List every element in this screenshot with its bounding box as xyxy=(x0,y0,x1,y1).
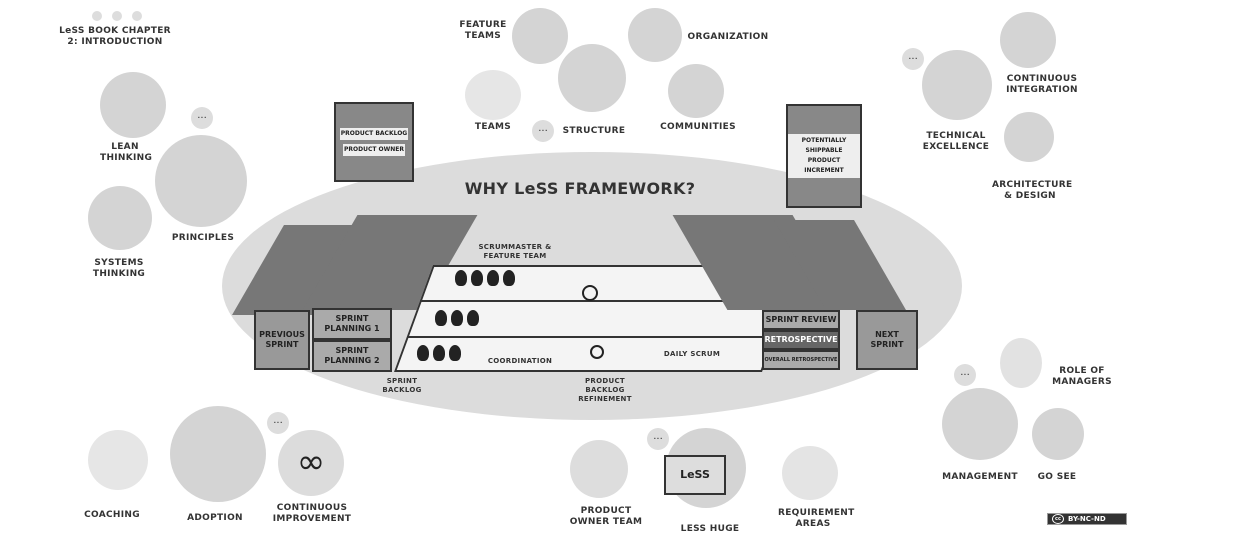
structure-label: STRUCTURE xyxy=(562,126,626,136)
continuous-improvement-circle: ∞ xyxy=(278,430,344,496)
principles-circle xyxy=(155,135,247,227)
more-button[interactable]: ... xyxy=(191,107,213,129)
chapter-title: LeSS BOOK CHAPTER 2: INTRODUCTION xyxy=(59,26,171,47)
more-button[interactable]: ... xyxy=(647,428,669,450)
systems-thinking-circle xyxy=(88,186,152,250)
scrummaster-label: SCRUMMASTER & FEATURE TEAM xyxy=(478,243,552,260)
cc-icon: cc xyxy=(1052,514,1064,524)
communities-circle xyxy=(668,64,724,118)
pbr-label: PRODUCT BACKLOG REFINEMENT xyxy=(578,377,632,403)
lane-divider xyxy=(407,336,762,338)
adoption-label: ADOPTION xyxy=(187,513,243,523)
sprint-backlog-label: SPRINT BACKLOG xyxy=(382,377,422,394)
sprint-planning-2: SPRINT PLANNING 2 xyxy=(312,340,392,372)
organization-label: ORGANIZATION xyxy=(687,32,769,42)
architecture-label: ARCHITECTURE & DESIGN xyxy=(992,180,1073,201)
technical-excellence-circle xyxy=(922,50,992,120)
less-huge-card: LeSS xyxy=(664,455,726,495)
daily-scrum-label: DAILY SCRUM xyxy=(663,350,721,358)
more-button[interactable]: ... xyxy=(267,412,289,434)
architecture-circle xyxy=(1004,112,1054,162)
continuous-integration-circle xyxy=(1000,12,1056,68)
role-of-managers-label: ROLE OF MANAGERS xyxy=(1052,366,1112,387)
more-button[interactable]: ... xyxy=(954,364,976,386)
coordination-label: COORDINATION xyxy=(487,357,553,365)
sprint-review: SPRINT REVIEW xyxy=(762,310,840,330)
magnifier-icon xyxy=(582,285,598,301)
teams-circle xyxy=(465,70,521,120)
feature-teams-label: FEATURE TEAMS xyxy=(459,20,507,41)
continuous-improvement-label: CONTINUOUS IMPROVEMENT xyxy=(272,503,352,524)
lean-thinking-circle xyxy=(100,72,166,138)
management-circle xyxy=(942,388,1018,460)
product-owner-team-label: PRODUCT OWNER TEAM xyxy=(569,506,643,527)
lane-divider xyxy=(420,300,775,302)
lean-thinking-label: LEAN THINKING xyxy=(100,142,153,163)
license-badge: cc BY-NC-ND xyxy=(1047,513,1127,525)
requirement-areas-label: REQUIREMENT AREAS xyxy=(778,508,855,529)
magnifier-icon xyxy=(590,345,604,359)
structure-circle xyxy=(558,44,626,112)
go-see-circle xyxy=(1032,408,1084,460)
nav-dots xyxy=(92,11,152,21)
more-button[interactable]: ... xyxy=(902,48,924,70)
less-huge-label: LESS HUGE xyxy=(680,524,740,534)
more-button[interactable]: ... xyxy=(532,120,554,142)
coaching-circle xyxy=(88,430,148,490)
previous-sprint: PREVIOUS SPRINT xyxy=(254,310,310,370)
retrospective: RETROSPECTIVE xyxy=(762,330,840,350)
feature-teams-circle xyxy=(512,8,568,64)
role-of-managers-figure xyxy=(1000,338,1042,388)
requirement-areas-circle xyxy=(782,446,838,500)
increment-sign: POTENTIALLY SHIPPABLE PRODUCT INCREMENT xyxy=(786,104,862,208)
systems-thinking-label: SYSTEMS THINKING xyxy=(92,258,146,279)
sprint-planning-1: SPRINT PLANNING 1 xyxy=(312,308,392,340)
management-label: MANAGEMENT xyxy=(942,472,1018,482)
product-owner-team-circle xyxy=(570,440,628,498)
go-see-label: GO SEE xyxy=(1037,472,1077,482)
continuous-integration-label: CONTINUOUS INTEGRATION xyxy=(1006,74,1078,95)
teams-label: TEAMS xyxy=(474,122,512,132)
technical-excellence-label: TECHNICAL EXCELLENCE xyxy=(922,131,990,152)
organization-circle xyxy=(628,8,682,62)
principles-label: PRINCIPLES xyxy=(171,233,235,243)
coaching-label: COACHING xyxy=(84,510,140,520)
product-backlog-sign: PRODUCT BACKLOG PRODUCT OWNER xyxy=(334,102,414,182)
framework-title: WHY LeSS FRAMEWORK? xyxy=(464,179,696,198)
next-sprint: NEXT SPRINT xyxy=(856,310,918,370)
communities-label: COMMUNITIES xyxy=(660,122,736,132)
adoption-circle xyxy=(170,406,266,502)
overall-retrospective: OVERALL RETROSPECTIVE xyxy=(762,350,840,370)
